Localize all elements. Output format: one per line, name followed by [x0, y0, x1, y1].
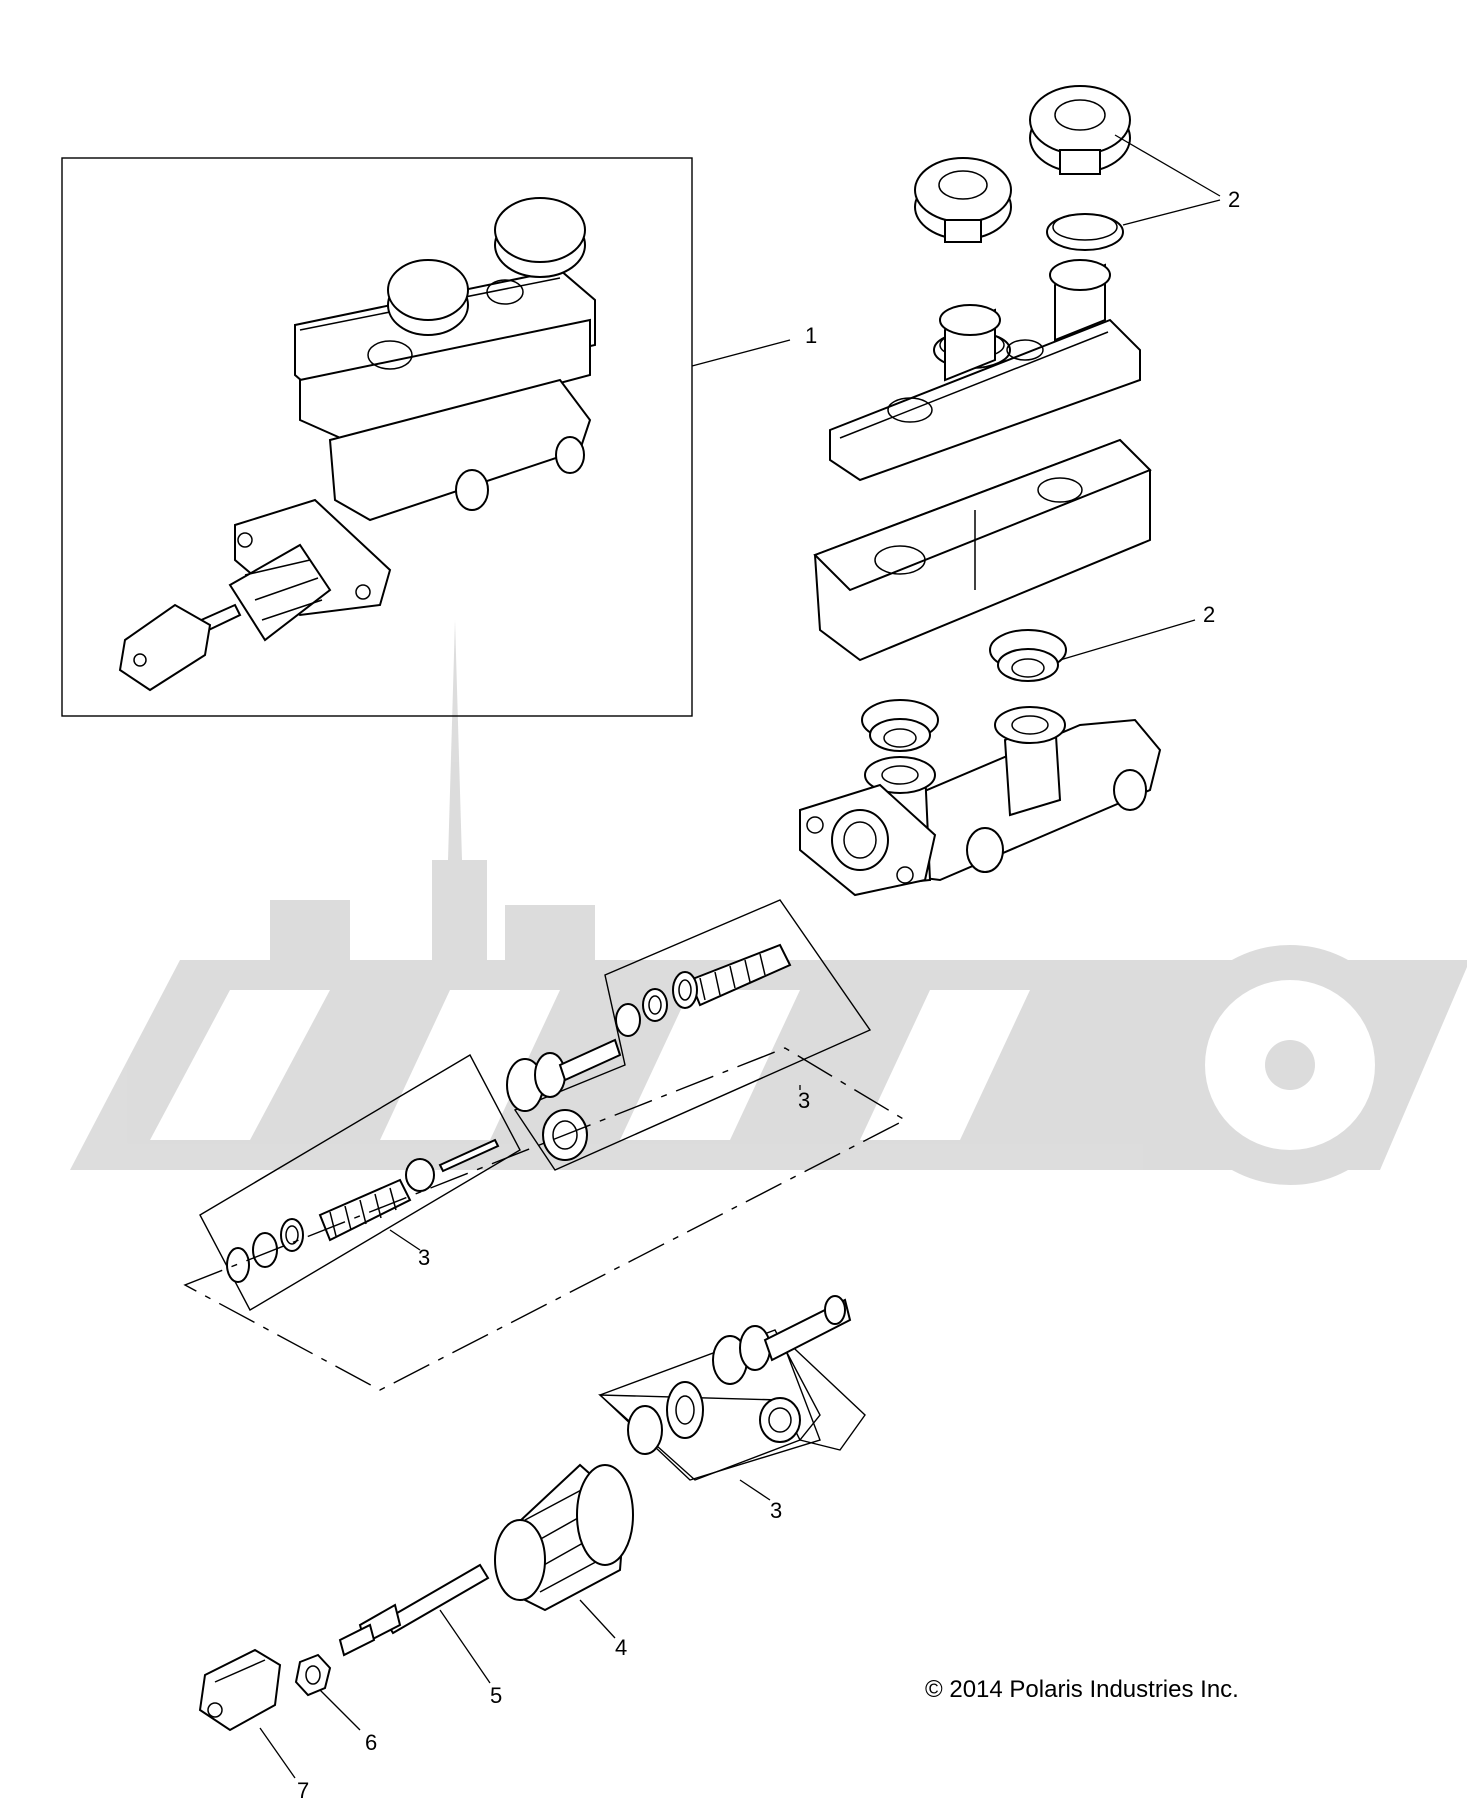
seal-kit-upper: [513, 899, 872, 1171]
watermark-logo: [70, 620, 1467, 1185]
assembly-box: [61, 157, 693, 717]
copyright-notice: © 2014 Polaris Industries Inc.: [925, 1676, 1239, 1703]
reservoir-lid: [829, 259, 1141, 482]
callout-labels: 1 2 2 3 3 3 4 5 6 7: [297, 187, 1240, 1803]
callout-2-caps: 2: [1228, 187, 1240, 212]
reservoir-cap-left: [914, 157, 1012, 243]
seal-kit-pushrod: [598, 1329, 866, 1481]
seal-kit-lower: [199, 1054, 521, 1311]
phantom-outline: [183, 1047, 907, 1391]
callout-1: 1: [805, 323, 817, 348]
dust-boot: [494, 1463, 634, 1612]
push-rod: [338, 1563, 490, 1657]
callout-6: 6: [365, 1730, 377, 1755]
master-cylinder-body: [799, 706, 1162, 897]
callout-3-lower-kit: 3: [418, 1245, 430, 1270]
primary-piston: [506, 1038, 622, 1161]
cap-gasket-right: [1046, 213, 1124, 251]
callout-2-grommets: 2: [1203, 602, 1215, 627]
callout-3-upper-kit: 3: [798, 1088, 810, 1113]
callout-5: 5: [490, 1683, 502, 1708]
reservoir-cap-right: [1029, 85, 1131, 175]
secondary-piston: [712, 1295, 852, 1385]
callout-7: 7: [297, 1778, 309, 1803]
callout-3-pushrod-kit: 3: [770, 1498, 782, 1523]
clevis: [198, 1648, 282, 1732]
grommet-right: [989, 629, 1067, 682]
leader-lines: [259, 134, 1221, 1779]
callout-4: 4: [615, 1635, 627, 1660]
assembled-master-cylinder: [118, 197, 596, 692]
jam-nut: [294, 1653, 332, 1697]
reservoir-body: [813, 438, 1152, 662]
grommet-left: [861, 699, 939, 752]
